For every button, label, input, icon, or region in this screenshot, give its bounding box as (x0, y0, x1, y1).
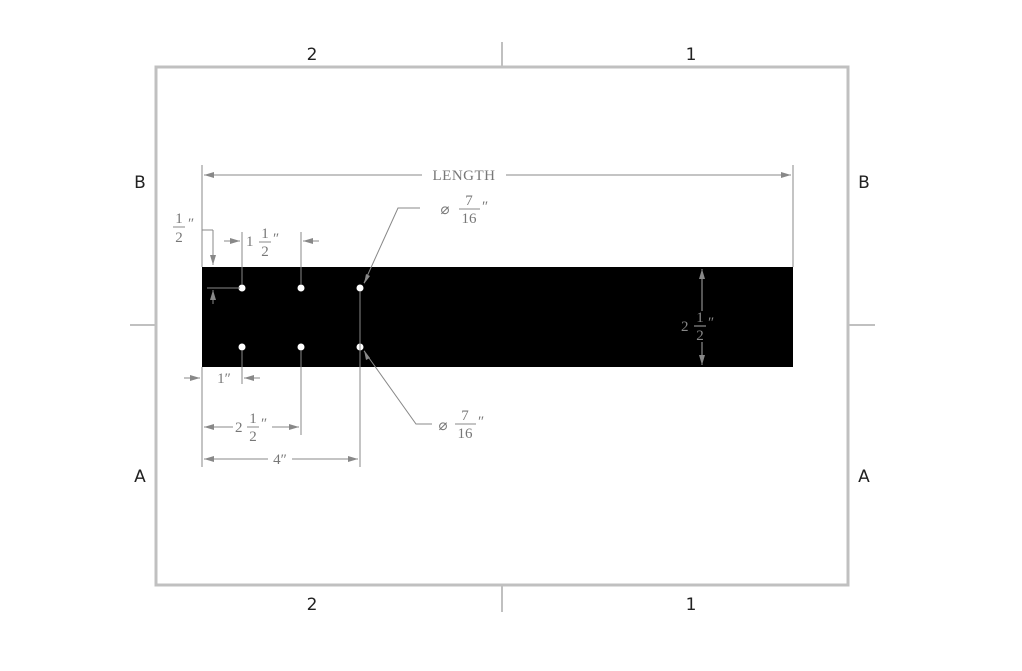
width-den: 2 (696, 328, 704, 344)
zone-label-right-a: A (858, 467, 870, 487)
zone-label-left-b: B (134, 173, 146, 193)
zone-label-bottom-1: 1 (686, 595, 697, 615)
hole-callout-top-num: 7 (465, 193, 473, 209)
width-dimension: 2 1 2 ″ (681, 269, 714, 365)
width-unit: ″ (708, 315, 714, 331)
hole-spacing-dimension: 1 1 2 ″ (224, 226, 319, 285)
second-hole-den: 2 (249, 429, 257, 445)
hole-callout-top: ⌀ 7 16 ″ (363, 193, 488, 284)
length-label: LENGTH (433, 168, 496, 184)
hole (356, 284, 364, 292)
flat-bar-part (202, 267, 793, 367)
hole-callout-bottom-den: 16 (458, 426, 474, 442)
edge-offset-num: 1 (175, 211, 183, 227)
hole-spacing-unit: ″ (273, 231, 279, 247)
hole (297, 343, 305, 351)
zone-label-top-1: 1 (686, 45, 697, 65)
third-hole-label: 4″ (273, 452, 287, 468)
second-hole-num: 1 (249, 411, 257, 427)
first-hole-dimension: 1″ (184, 371, 260, 387)
first-hole-label: 1″ (217, 371, 231, 387)
edge-offset-unit: ″ (188, 216, 194, 232)
hole-callout-top-den: 16 (462, 211, 478, 227)
zone-label-left-a: A (134, 467, 146, 487)
hole (297, 284, 305, 292)
diameter-symbol-icon: ⌀ (440, 202, 449, 218)
hole-spacing-den: 2 (261, 244, 269, 260)
length-dimension: LENGTH (201, 165, 794, 267)
hole-callout-bottom: ⌀ 7 16 ″ (363, 350, 484, 442)
hole (238, 284, 246, 292)
diameter-symbol-icon: ⌀ (438, 418, 447, 434)
edge-offset-den: 2 (175, 230, 183, 246)
zone-label-bottom-2: 2 (307, 595, 318, 615)
zone-label-right-b: B (858, 173, 870, 193)
zone-label-top-2: 2 (307, 45, 318, 65)
hole-callout-top-unit: ″ (482, 199, 488, 215)
edge-offset-dimension: 1 2 ″ (173, 211, 240, 304)
third-hole-dimension: 4″ (204, 452, 358, 468)
hole-spacing-whole: 1 (246, 234, 254, 250)
width-num: 1 (696, 310, 704, 326)
hole (238, 343, 246, 351)
hole-callout-bottom-num: 7 (461, 408, 469, 424)
hole-spacing-num: 1 (261, 226, 269, 242)
hole-callout-bottom-unit: ″ (478, 414, 484, 430)
second-hole-unit: ″ (261, 416, 267, 432)
second-hole-dimension: 2 1 2 ″ (204, 411, 299, 445)
width-whole: 2 (681, 319, 689, 335)
second-hole-whole: 2 (235, 420, 243, 436)
